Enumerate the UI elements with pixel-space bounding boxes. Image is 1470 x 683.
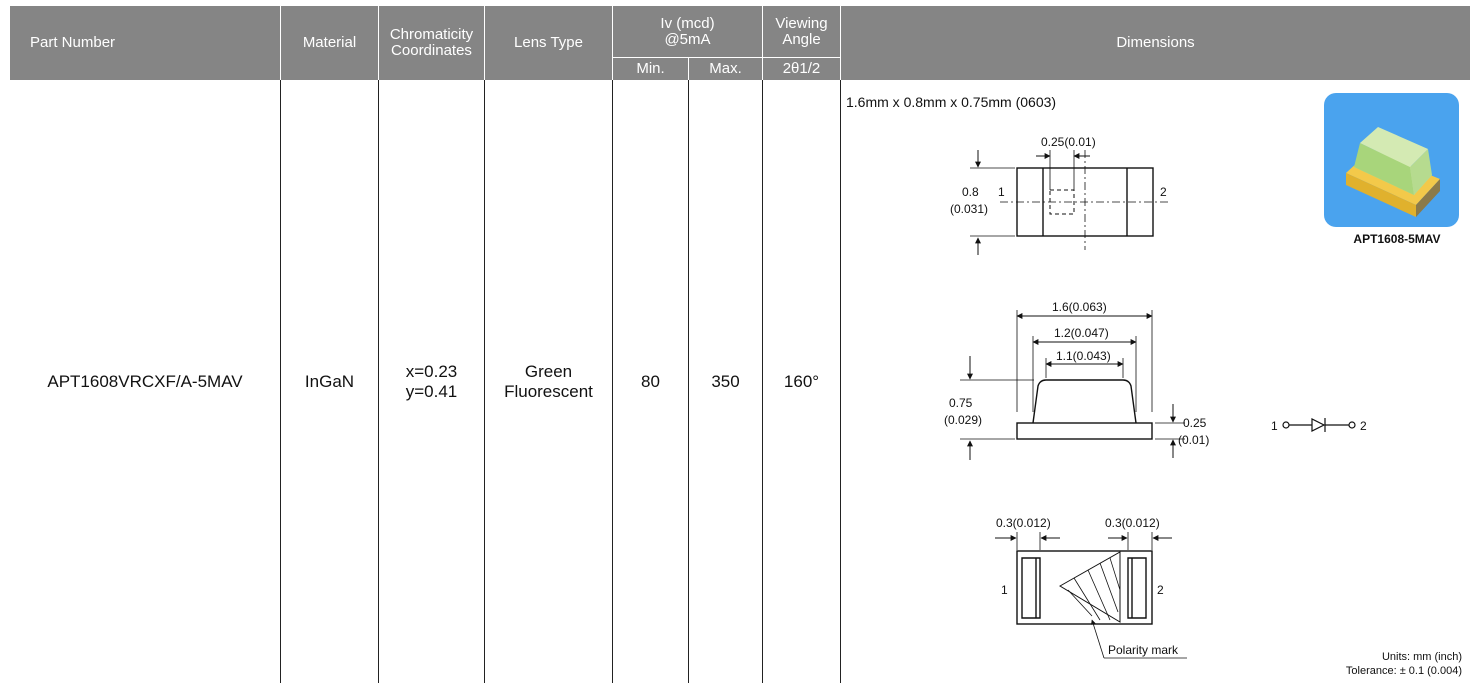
bottom-pad-right: 0.3(0.012) [1105,516,1160,530]
side-length: 1.6(0.063) [1052,300,1107,314]
side-height-line1: 0.75 [949,396,973,410]
top-view [970,150,1170,255]
top-pin1: 1 [998,185,1005,199]
header-divider [280,6,281,80]
header-chromaticity-line1: Chromaticity [389,26,474,43]
column-divider [280,80,281,683]
header-divider-h [612,57,840,58]
side-lens-top: 1.1(0.043) [1056,349,1111,363]
cell-lens-type: Green Fluorescent [485,80,612,683]
bottom-view [995,532,1187,659]
column-divider [484,80,485,683]
header-divider [762,6,763,80]
header-part-number: Part Number [30,34,116,51]
header-iv-line2: @5mA [664,30,711,48]
schematic-pin2: 2 [1360,419,1367,433]
top-width-line2: (0.031) [950,202,988,216]
side-base-line1: 0.25 [1183,416,1207,430]
header-divider [612,6,613,80]
led-photo-image [1346,127,1440,217]
header-iv-max: Max. [709,60,742,77]
cell-part-number: APT1608VRCXF/A-5MAV [47,371,243,391]
header-chromaticity-line2: Coordinates [391,42,472,59]
cell-lens-line1: Green [524,361,573,381]
header-viewing-line2: Angle [782,30,821,48]
cell-lens-line2: Fluorescent [504,381,593,401]
cell-chromaticity-y: y=0.41 [405,381,458,401]
diode-symbol [1282,418,1356,432]
header-viewing-line1: Viewing [775,14,828,32]
header-iv-line1: Iv (mcd) [660,14,715,32]
cell-material: InGaN [304,371,355,391]
header-material: Material [302,34,357,51]
header-iv-min: Min. [636,60,665,77]
side-lens-base: 1.2(0.047) [1054,326,1109,340]
bottom-pad-left: 0.3(0.012) [996,516,1051,530]
cell-viewing-angle: 160° [783,371,820,391]
package-size: 1.6mm x 0.8mm x 0.75mm (0603) [846,94,1057,110]
top-pin2: 2 [1160,185,1167,199]
header-lens-type: Lens Type [514,34,583,51]
column-divider [688,80,689,683]
led-photo [1324,93,1459,227]
column-divider [762,80,763,683]
photo-caption: APT1608-5MAV [1353,232,1441,246]
units-note: Units: mm (inch) [1381,651,1462,663]
header-divider [840,6,841,80]
side-view [960,310,1185,460]
bottom-pin2: 2 [1157,583,1164,597]
header-divider [484,6,485,80]
header-chromaticity: Chromaticity Coordinates [379,6,484,80]
column-divider [840,80,841,683]
polarity-mark: Polarity mark [1108,643,1179,657]
header-viewing-angle: Viewing Angle [763,6,840,57]
tolerance-note: Tolerance: ± 0.1 (0.004) [1345,665,1462,677]
header-viewing-sub: 2θ1/2 [782,60,821,77]
header-divider [378,6,379,80]
table-header [10,6,1470,80]
cell-iv-min: 80 [641,371,660,391]
side-height-line2: (0.029) [944,413,982,427]
side-base-line2: (0.01) [1178,433,1209,447]
column-divider [612,80,613,683]
cell-chromaticity: x=0.23 y=0.41 [379,80,484,683]
header-dimensions: Dimensions [1116,34,1195,51]
header-iv: Iv (mcd) @5mA [613,6,762,57]
bottom-pin1: 1 [1001,583,1008,597]
top-width-line1: 0.8 [962,185,979,199]
cell-iv-max: 350 [711,371,740,391]
cell-chromaticity-x: x=0.23 [405,361,458,381]
schematic-pin1: 1 [1271,419,1278,433]
top-pad-pitch: 0.25(0.01) [1041,135,1096,149]
column-divider [378,80,379,683]
header-divider [688,58,689,80]
